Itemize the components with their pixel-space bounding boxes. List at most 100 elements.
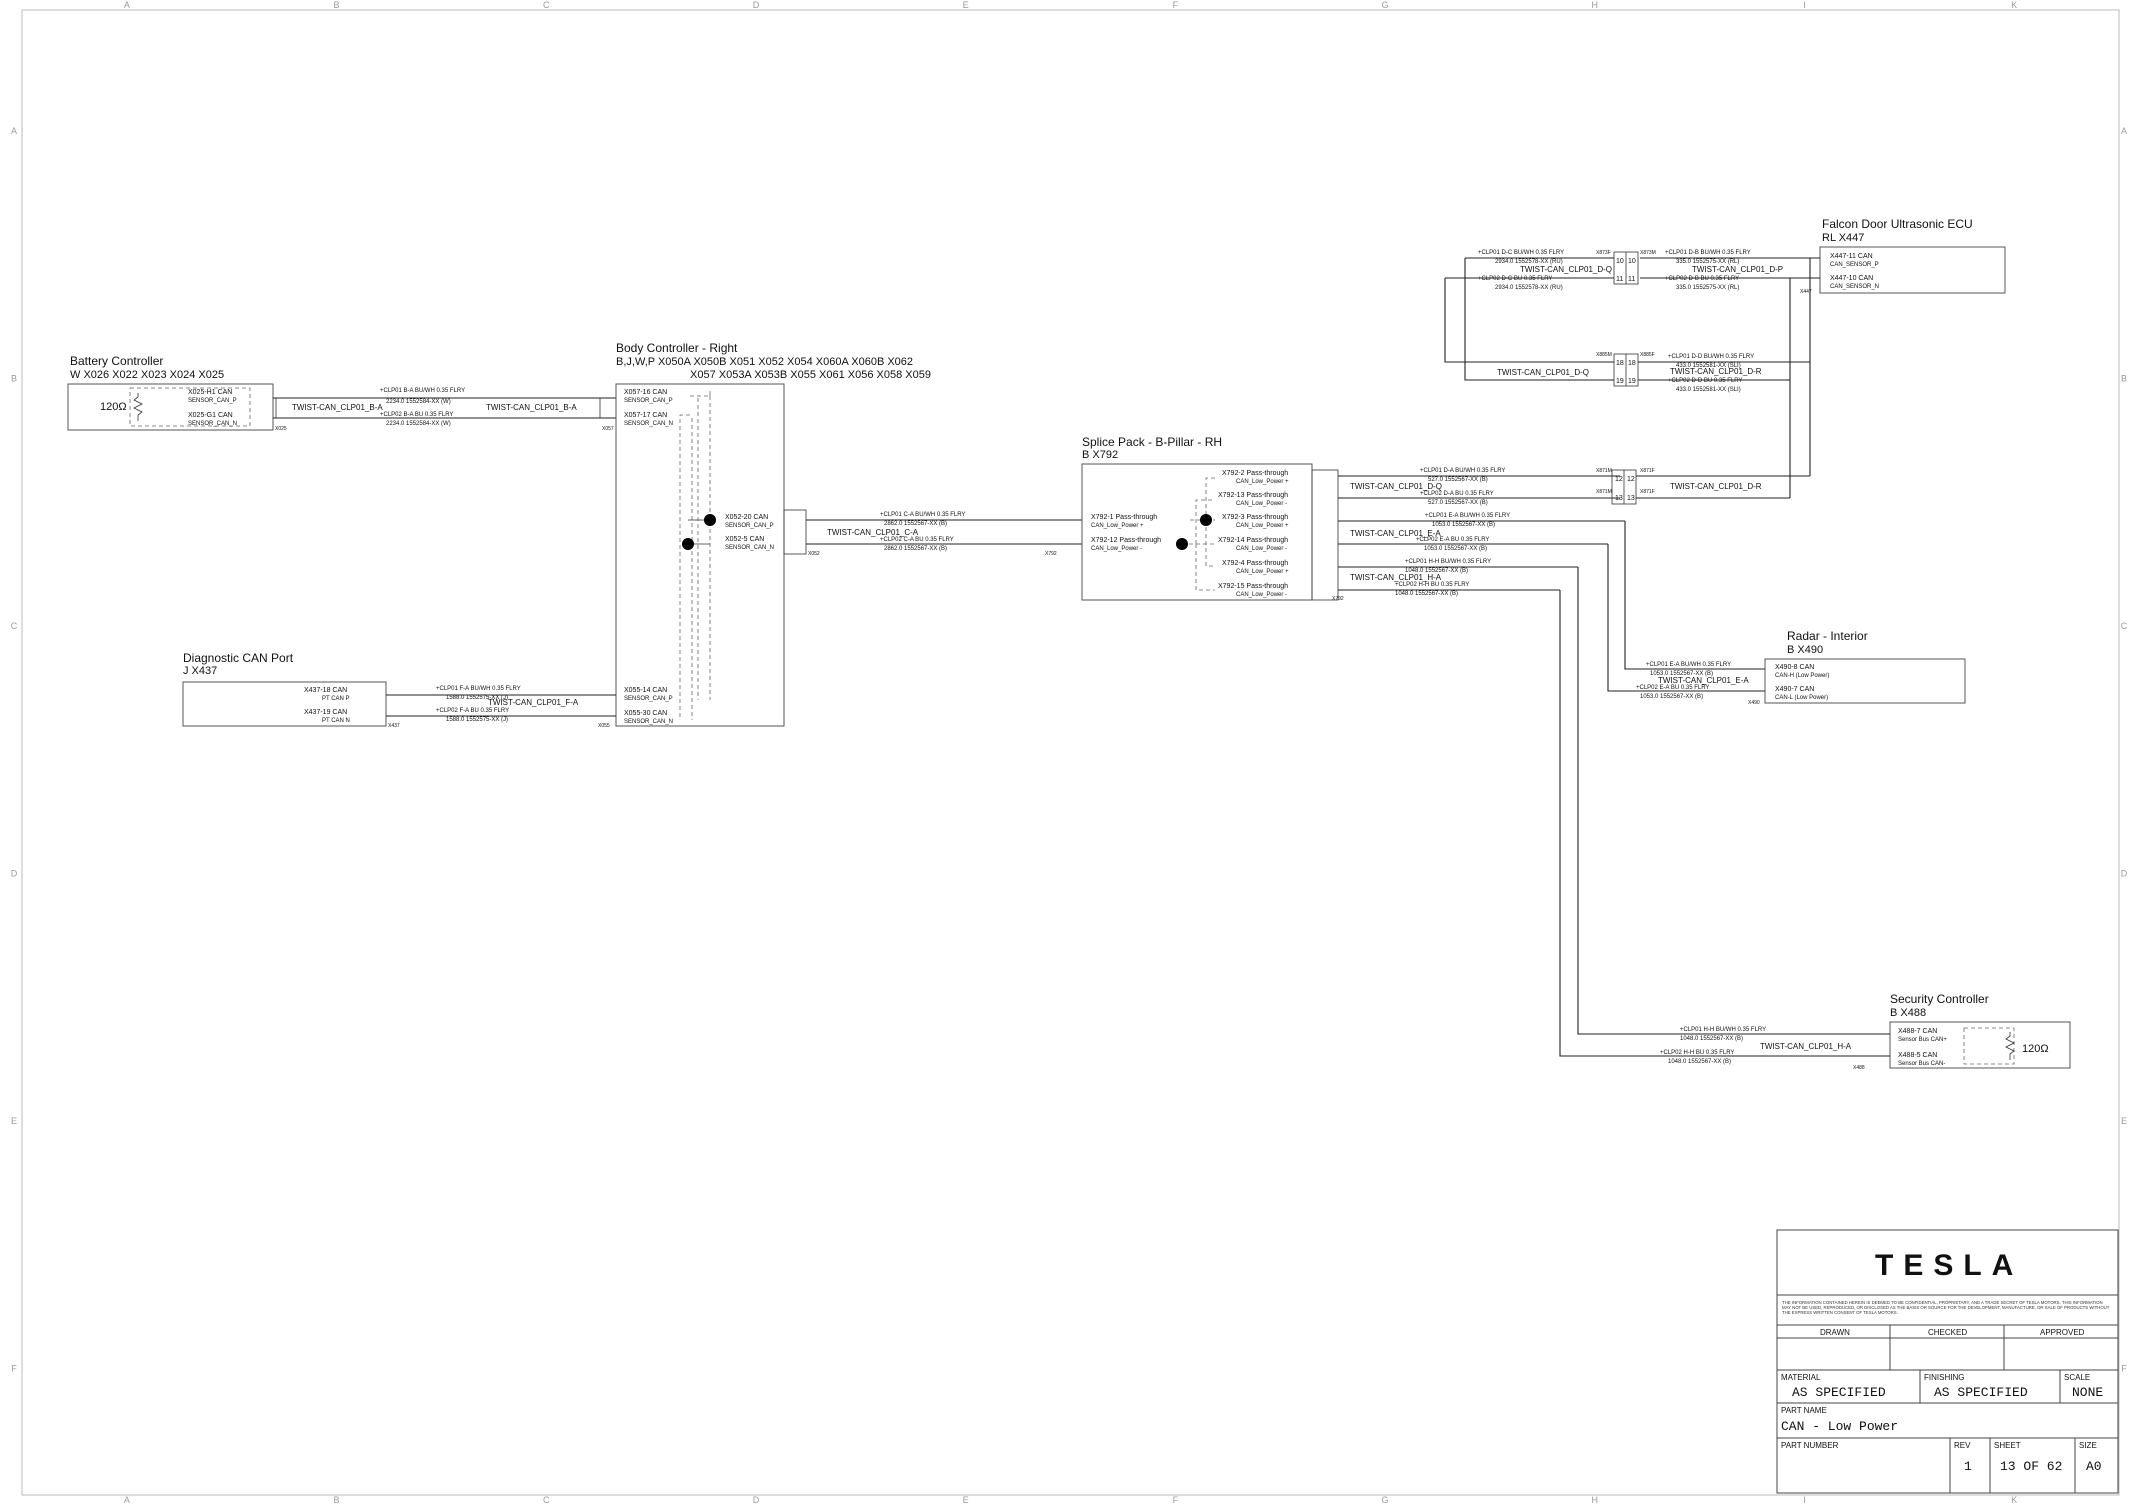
wires-splice-right[interactable]: +CLP01 D-A BU/WH 0.35 FLRY 527.0 1552567… <box>1311 257 1811 1057</box>
radar-twist: TWIST-CAN_CLP01_E-A <box>1658 676 1749 685</box>
sheet-border <box>21 9 2120 1496</box>
falcon-p1s: CAN_SENSOR_P <box>1830 262 1879 268</box>
diag-title: Diagnostic CAN Port <box>183 651 294 665</box>
falcon-l1-bot: 2934.0 1552578-XX (RU) <box>1495 259 1563 265</box>
tb-partname: CAN - Low Power <box>1781 1419 1898 1434</box>
battery-controller[interactable]: Battery Controller W X026 X022 X023 X024… <box>67 354 287 432</box>
sp-o5s: CAN_Low_Power + <box>1236 569 1289 575</box>
grid-col-label: I <box>1803 1495 1806 1505</box>
sd-b1-bot: 1053.0 1552567-XX (B) <box>1432 522 1495 528</box>
tb-finishing-label: FINISHING <box>1924 1373 1964 1382</box>
radar-p1: X490-8 CAN <box>1775 664 1814 671</box>
security-subtitle: B X488 <box>1890 1007 1926 1019</box>
body-controller-box <box>615 383 785 727</box>
falcon-pin18-r: 18 <box>1628 360 1636 367</box>
bcr-p2: X057-17 CAN <box>624 412 667 419</box>
sd-twist-b: TWIST-CAN_CLP01_E-A <box>1350 529 1441 538</box>
sd-b2-bot: 1053.0 1552567-XX (B) <box>1424 546 1487 552</box>
sd-inline-f-top: X871F <box>1640 468 1655 474</box>
sp-o3: X792-3 Pass-through <box>1222 514 1288 521</box>
falcon-q2-top: +CLP02 D-D BU 0.35 FLRY <box>1668 378 1742 384</box>
grid-col-label: G <box>1382 1495 1389 1505</box>
bcr-p4s: SENSOR_CAN_N <box>725 545 774 551</box>
bc-conn: X025 <box>275 426 287 432</box>
radar-box <box>1764 658 1966 704</box>
falcon-q1-bot: 433.0 1552581-XX (SLI) <box>1676 363 1741 369</box>
sp-o2s: CAN_Low_Power - <box>1236 501 1287 507</box>
falcon-pin11-l: 11 <box>1616 276 1623 283</box>
confidential-notice: THE INFORMATION CONTAINED HEREIN IS DEEM… <box>1782 1300 2110 1316</box>
falcon-iy-r: X885F <box>1640 352 1655 358</box>
sd-a1-bot: 527.0 1552567-XX (B) <box>1428 477 1488 483</box>
bcr-p2s: SENSOR_CAN_N <box>624 421 673 427</box>
falcon-twist-q2: TWIST-CAN_CLP01_D-Q <box>1497 368 1589 377</box>
sd-pin13-l: 13 <box>1615 495 1623 502</box>
sd-inline-f-bot: X871F <box>1640 489 1655 495</box>
security-p2s: Sensor Bus CAN- <box>1898 1061 1945 1067</box>
body-controller[interactable]: Body Controller - Right B,J,W,P X050A X0… <box>598 341 931 729</box>
battery-controller-box <box>67 383 274 431</box>
tb-partnumber-label: PART NUMBER <box>1781 1441 1839 1450</box>
bcr-p4: X052-5 CAN <box>725 536 764 543</box>
falcon-p1: X447-11 CAN <box>1830 253 1873 260</box>
tb-sheet-label: SHEET <box>1994 1441 2021 1450</box>
diag-p1s: PT CAN P <box>322 696 350 702</box>
security-p2: X488-5 CAN <box>1898 1052 1937 1059</box>
diag-conn: X437 <box>388 723 400 729</box>
sp-o5: X792-4 Pass-through <box>1222 560 1288 567</box>
bcr-p3: X052-20 CAN <box>725 514 768 521</box>
radar-p1s: CAN-H (Low Power) <box>1775 673 1829 679</box>
splice-title: Splice Pack - B-Pillar - RH <box>1082 435 1222 449</box>
falcon-conn: X447 <box>1800 289 1812 295</box>
sd-c2-top: +CLP02 H-H BU 0.35 FLRY <box>1395 582 1469 588</box>
bcr-p1: X057-16 CAN <box>624 389 667 396</box>
security-resistor: 120Ω <box>2022 1043 2049 1055</box>
bcr-p5: X055-14 CAN <box>624 687 667 694</box>
security-controller[interactable]: Security Controller B X488 X488-7 CAN Se… <box>1660 992 2071 1071</box>
splice-dot-minus <box>1176 538 1188 550</box>
grid-row-label: A <box>11 126 17 136</box>
grid-row-label: B <box>2121 373 2127 383</box>
wire-bc-body[interactable]: +CLP01 B-A BU/WH 0.35 FLRY 2234.0 155258… <box>273 388 620 427</box>
bcr-c3: X055 <box>598 723 610 729</box>
sd-c1-top: +CLP01 H-H BU/WH 0.35 FLRY <box>1405 559 1491 565</box>
wire-bs-w1-bot: 2862.0 1552567-XX (B) <box>884 521 947 527</box>
resistor-symbol <box>133 393 143 421</box>
falcon-r1-bot: 335.0 1552575-XX (RL) <box>1676 259 1739 265</box>
wire-bc-w2-top: +CLP02 B-A BU 0.35 FLRY <box>380 412 453 418</box>
sd-pin12-r: 12 <box>1627 476 1635 483</box>
bc-pin1-sig: SENSOR_CAN_P <box>188 398 237 404</box>
tb-size-label: SIZE <box>2079 1441 2097 1450</box>
battery-controller-subtitle: W X026 X022 X023 X024 X025 <box>70 369 224 381</box>
diagnostic-can-port[interactable]: Diagnostic CAN Port J X437 X437-18 CAN P… <box>182 651 616 729</box>
sp-o4: X792-14 Pass-through <box>1218 537 1288 544</box>
splice-pack[interactable]: Splice Pack - B-Pillar - RH B X792 X792-… <box>1045 435 1344 602</box>
radar-p2s: CAN-L (Low Power) <box>1775 695 1828 701</box>
radar-interior[interactable]: Radar - Interior B X490 X490-8 CAN CAN-H… <box>1636 629 1966 706</box>
tb-checked: CHECKED <box>1928 1328 1967 1337</box>
falcon-door-ecu[interactable]: Falcon Door Ultrasonic ECU RL X447 X447-… <box>1444 217 2006 393</box>
diag-p1: X437-18 CAN <box>304 687 347 694</box>
wire-body-splice[interactable]: +CLP01 C-A BU/WH 0.35 FLRY 2862.0 155256… <box>783 509 1082 555</box>
grid-col-label: K <box>2011 1495 2017 1505</box>
grid-col-label: F <box>1173 1495 1179 1505</box>
sp-o6s: CAN_Low_Power - <box>1236 592 1287 598</box>
radar-w1-top: +CLP01 E-A BU/WH 0.35 FLRY <box>1646 662 1731 668</box>
falcon-q1-top: +CLP01 D-D BU/WH 0.35 FLRY <box>1668 354 1754 360</box>
falcon-twist-l: TWIST-CAN_CLP01_D-Q <box>1520 265 1612 274</box>
sp-o3s: CAN_Low_Power + <box>1236 523 1289 529</box>
grid-col-label: K <box>2011 0 2017 10</box>
splice-dot-can-n <box>682 538 694 550</box>
falcon-p2: X447-10 CAN <box>1830 275 1873 282</box>
sd-a2-bot: 527.0 1552567-XX (B) <box>1428 500 1488 506</box>
security-w2-top: +CLP02 H-H BU 0.35 FLRY <box>1660 1050 1734 1056</box>
tb-size: A0 <box>2086 1459 2102 1474</box>
bcr-p5s: SENSOR_CAN_P <box>624 696 673 702</box>
grid-col-label: C <box>543 1495 550 1505</box>
sd-b2-top: +CLP02 E-A BU 0.35 FLRY <box>1416 537 1489 543</box>
splice-dot-plus <box>1200 514 1212 526</box>
internal-bus-lines <box>691 398 699 720</box>
diag-twist: TWIST-CAN_CLP01_F-A <box>488 698 579 707</box>
falcon-l2-bot: 2934.0 1552578-XX (RU) <box>1495 285 1563 291</box>
